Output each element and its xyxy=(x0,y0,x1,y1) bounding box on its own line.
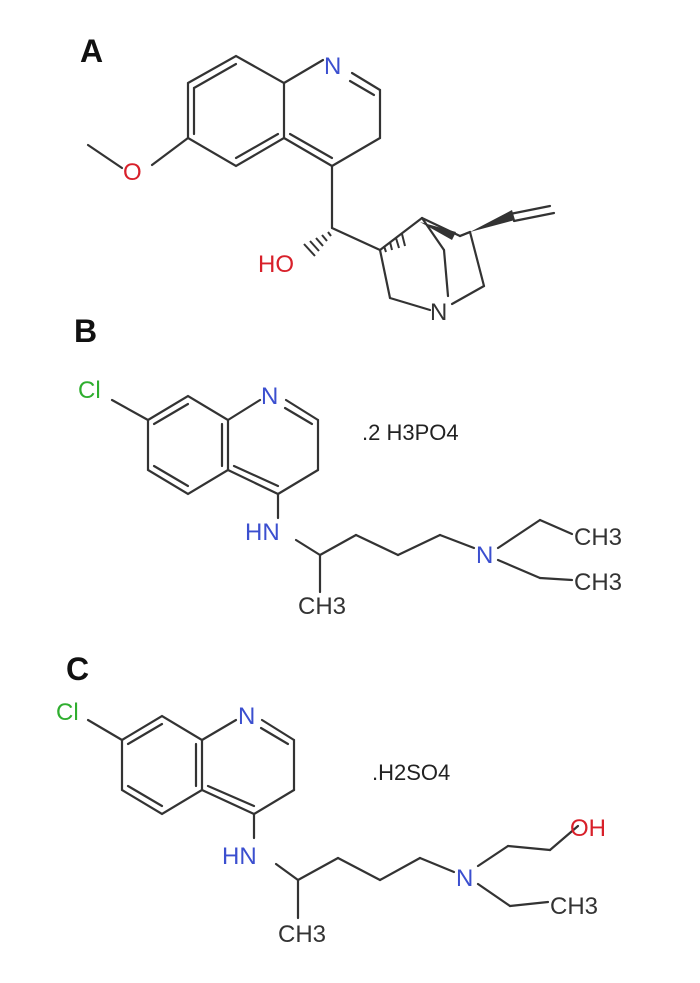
atom-a-n-bridge: N xyxy=(430,299,447,326)
atom-a-n-ring: N xyxy=(324,53,341,80)
atom-c-n-ring: N xyxy=(238,703,255,730)
panel-a-bonds xyxy=(86,54,556,312)
atom-a-o-methoxy: O xyxy=(123,159,142,186)
atom-c-ch3-ethyl: CH3 xyxy=(550,893,598,920)
panel-a-wedge-vinyl xyxy=(470,210,515,232)
panel-a-hash-bond xyxy=(303,231,332,257)
atom-c-ch3-branch: CH3 xyxy=(278,921,326,948)
panel-a-wedge-ring xyxy=(420,222,456,240)
panel-c-bonds xyxy=(86,714,580,920)
atom-c-hn: HN xyxy=(222,843,257,870)
atom-b-cl: Cl xyxy=(78,377,101,404)
atom-b-ch3-branch: CH3 xyxy=(298,593,346,620)
atom-b-ch3-top: CH3 xyxy=(574,524,622,551)
panel-label-a: A xyxy=(80,33,103,69)
panel-label-c: C xyxy=(66,651,89,687)
panel-label-b: B xyxy=(74,313,97,349)
atom-b-hn: HN xyxy=(245,519,280,546)
salt-c: .H2SO4 xyxy=(372,760,450,785)
panel-a: A xyxy=(80,33,556,326)
panel-b-bonds xyxy=(110,394,574,594)
panel-b: B xyxy=(74,313,622,620)
atom-b-n-amine: N xyxy=(476,542,493,569)
atom-c-cl: Cl xyxy=(56,699,79,726)
atom-c-n-amine: N xyxy=(456,865,473,892)
atom-c-oh: OH xyxy=(570,815,606,842)
salt-b: .2 H3PO4 xyxy=(362,420,459,445)
panel-a-hash-bond-ring xyxy=(383,233,406,253)
atom-a-ho: HO xyxy=(258,251,294,278)
atom-b-n-ring: N xyxy=(261,383,278,410)
atom-b-ch3-bottom: CH3 xyxy=(574,569,622,596)
panel-c: C xyxy=(56,651,606,948)
